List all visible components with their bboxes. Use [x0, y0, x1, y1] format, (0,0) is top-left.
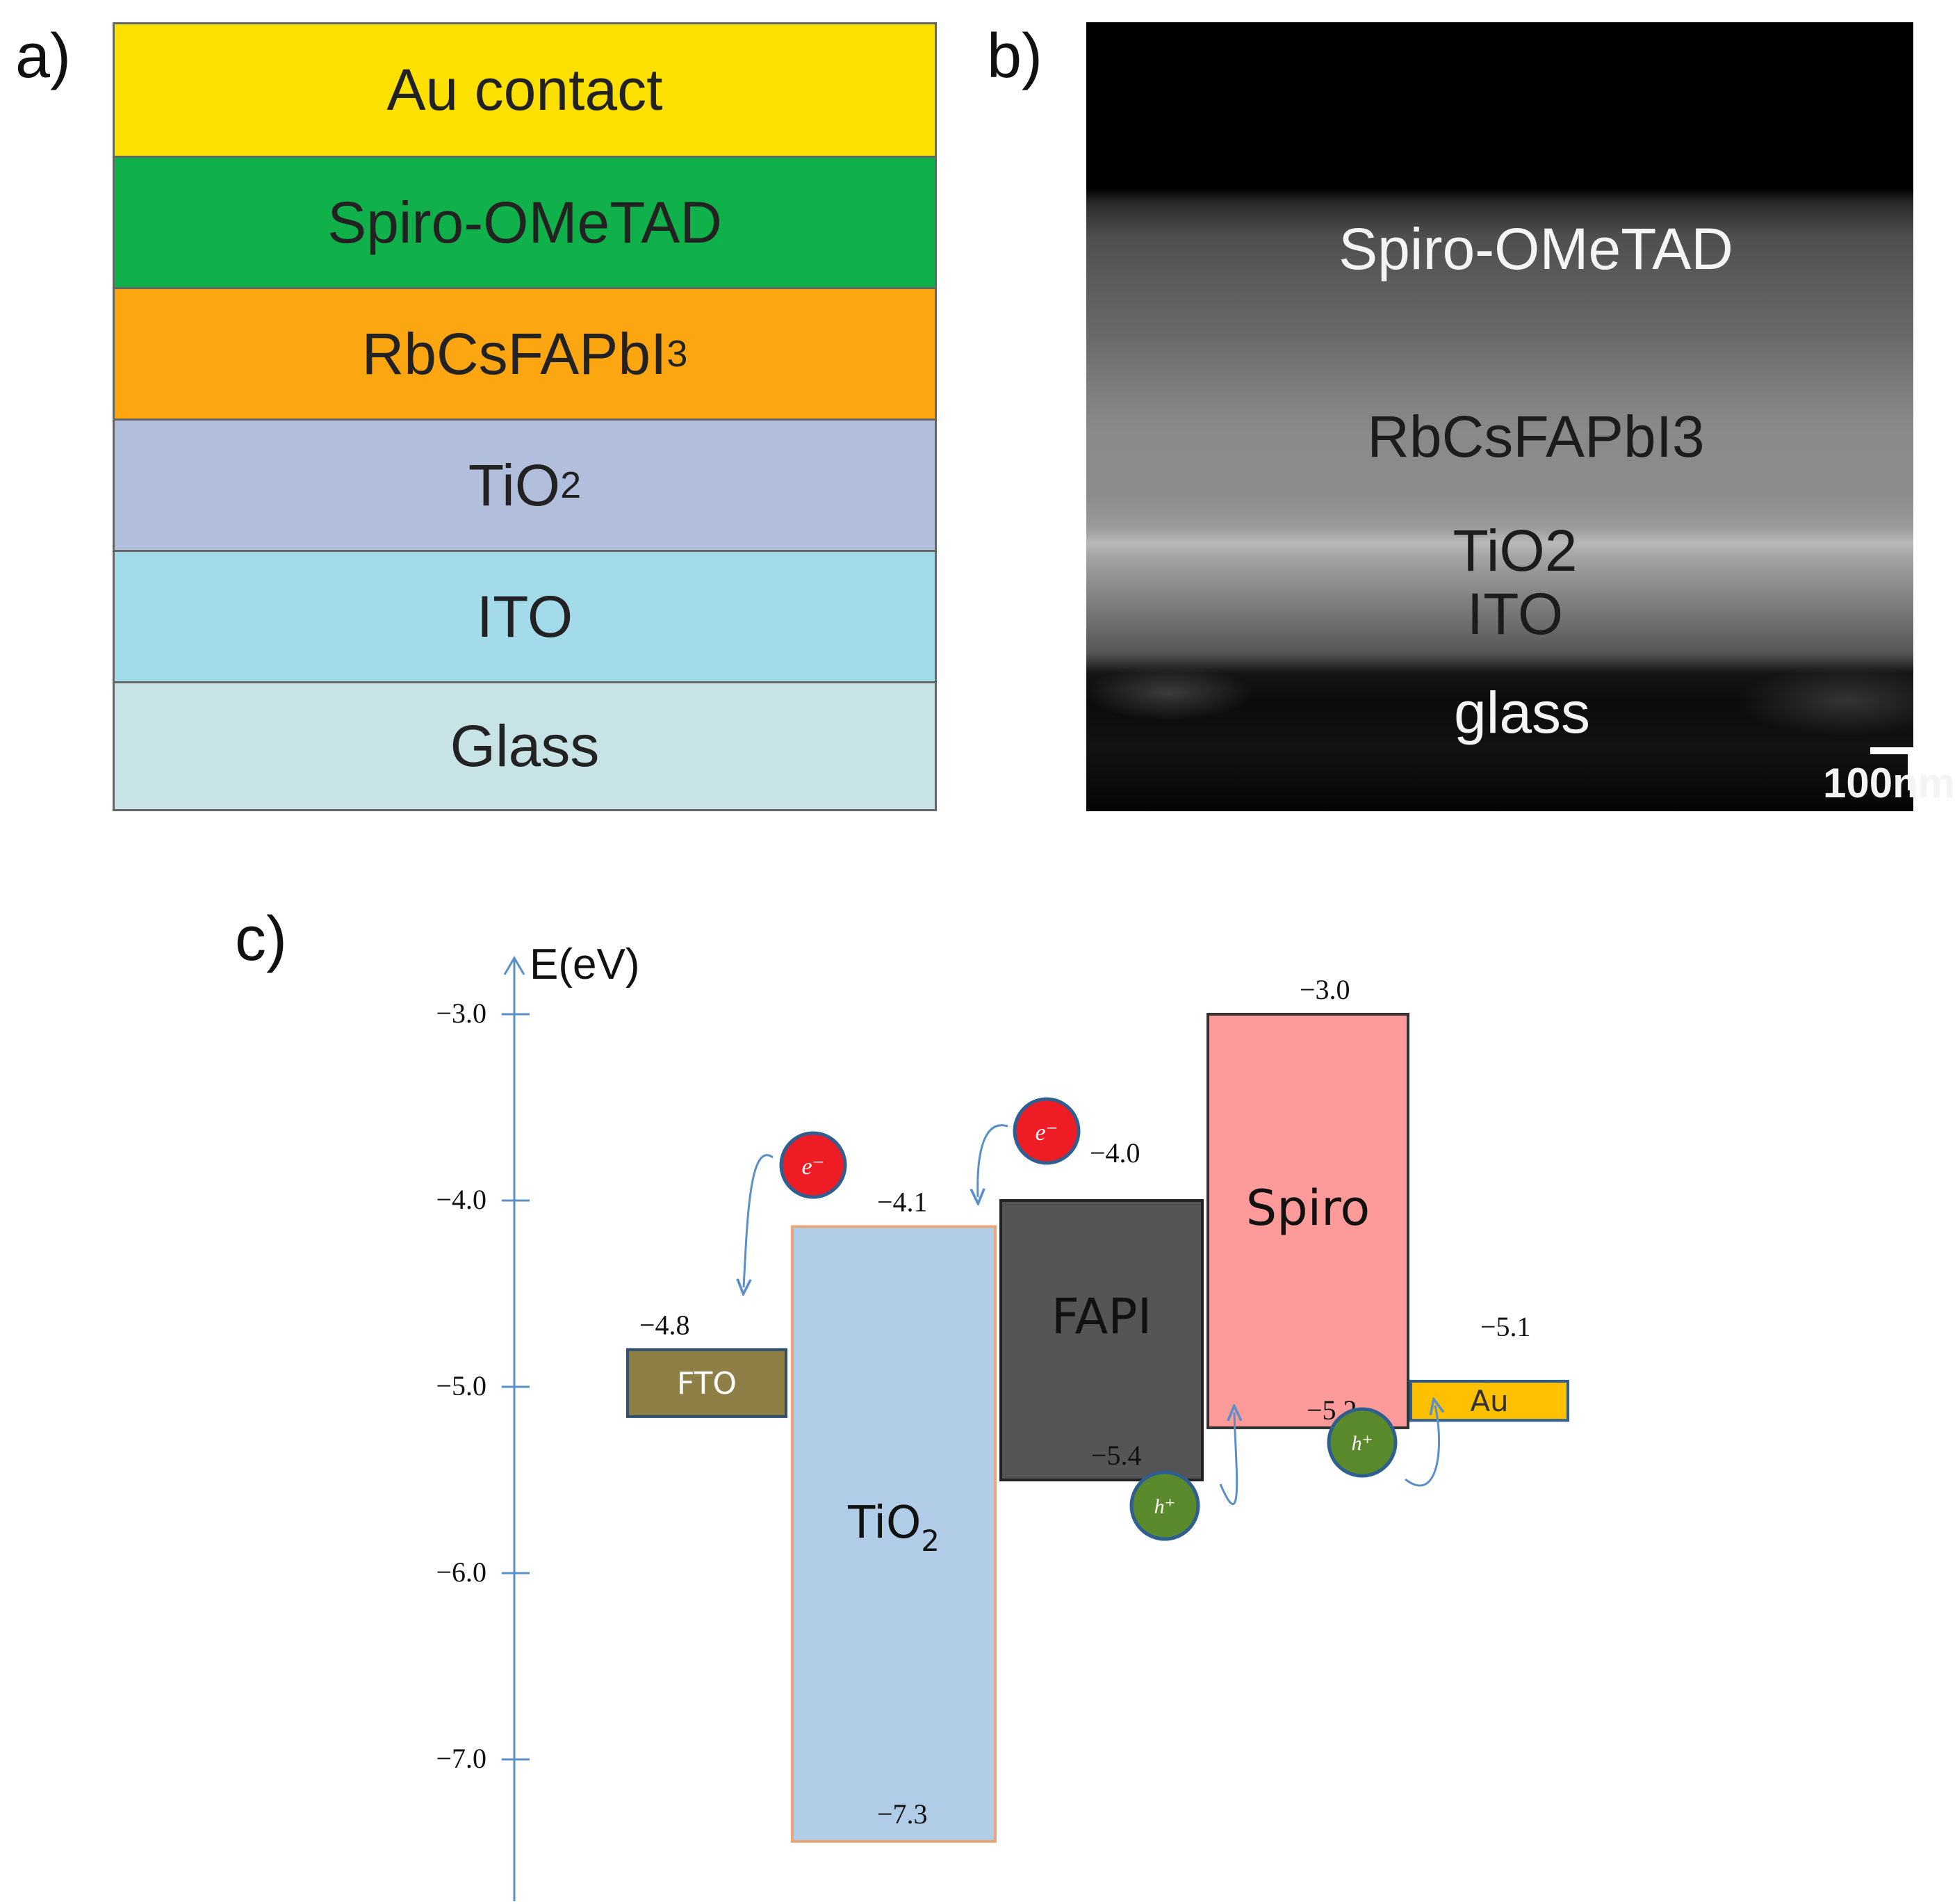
spiro-band — [1206, 1013, 1409, 1429]
tio2-band — [791, 1225, 997, 1843]
sem-label-ito: ITO — [1466, 581, 1564, 646]
layer-subscript: 2 — [560, 464, 582, 506]
spiro-top-level-label: −3.0 — [1300, 974, 1350, 1005]
fto-band — [626, 1348, 787, 1418]
hole-transfer-arrow-au — [1405, 1406, 1439, 1487]
scale-bar — [1870, 747, 1913, 754]
layer-label: ITO — [476, 583, 573, 649]
fapi-bottom-level-label: −5.4 — [1091, 1440, 1142, 1471]
sem-cross-section-image: Spiro-OMeTAD RbCsFAPbI3 TiO2 ITO glass 1… — [1086, 22, 1955, 811]
fto-top-level-label: −4.8 — [639, 1309, 690, 1340]
au-top-level-label: −5.1 — [1480, 1311, 1531, 1342]
sem-label-glass: glass — [1453, 680, 1591, 745]
layer-label: TiO — [468, 452, 561, 518]
carrier-electron: e⁻ — [779, 1131, 847, 1199]
layer-au-contact: Au contact — [115, 24, 935, 156]
spiro-label: Spiro — [1246, 1180, 1370, 1237]
axis-tick-label: −4.0 — [436, 1184, 486, 1215]
axis-tick-label: −3.0 — [436, 998, 486, 1029]
tio2-bottom-level-label: −7.3 — [877, 1798, 928, 1830]
layer-subscript: 3 — [666, 333, 688, 375]
electron-transfer-arrow-tio2 — [978, 1124, 1008, 1197]
hole-circle — [1129, 1470, 1200, 1541]
energy-axis-arrowhead — [503, 956, 525, 975]
electron-transfer-arrow-fto — [744, 1154, 774, 1287]
hole-circle — [1327, 1407, 1398, 1478]
sem-label-tio2: TiO2 — [1453, 518, 1578, 583]
tio2-label-subscript: 2 — [921, 1524, 939, 1558]
axis-tick-label: −5.0 — [436, 1370, 486, 1401]
layer-glass: Glass — [115, 681, 935, 809]
hole-symbol: h⁺ — [1154, 1495, 1176, 1518]
fto-label: FTO — [677, 1366, 737, 1401]
panel-a-label: a) — [15, 22, 72, 91]
fapi-label: FAPI — [1052, 1288, 1152, 1345]
sem-label-spiro: Spiro-OMeTAD — [1339, 216, 1733, 282]
layer-spiro-ometad: Spiro-OMeTAD — [115, 156, 935, 287]
fapi-top-level-label: −4.0 — [1090, 1137, 1140, 1169]
electron-circle — [1013, 1097, 1081, 1165]
tio2-top-level-label: −4.1 — [877, 1187, 928, 1218]
layer-label: RbCsFAPbI — [361, 320, 667, 387]
carrier-hole: h⁺ — [1129, 1470, 1200, 1541]
hole-transfer-arrow-spiro — [1219, 1413, 1237, 1506]
scale-bar-tick — [1908, 747, 1913, 790]
band-diagram: E(eV) −3.0−4.0−5.0−6.0−7.0 FTO−4.8TiO2−4… — [436, 941, 1569, 1901]
electron-symbol: e⁻ — [1035, 1120, 1058, 1146]
sem-label-perovskite: RbCsFAPbI3 — [1367, 404, 1705, 469]
axis-tick-label: −7.0 — [436, 1743, 486, 1774]
scale-bar-label: 100nm — [1823, 760, 1955, 806]
axis-tick-label: −6.0 — [436, 1556, 486, 1588]
layer-label: Spiro-OMeTAD — [327, 189, 722, 255]
carrier-electron: e⁻ — [1013, 1097, 1081, 1165]
electron-circle — [779, 1131, 847, 1199]
carrier-hole: h⁺ — [1327, 1407, 1398, 1478]
panel-b-label: b) — [987, 22, 1043, 91]
layer-ito: ITO — [115, 550, 935, 681]
electron-symbol: e⁻ — [801, 1154, 824, 1180]
panel-c-label: c) — [235, 904, 287, 974]
au-label: Au — [1470, 1384, 1508, 1418]
layer-label: Glass — [450, 713, 600, 779]
hole-symbol: h⁺ — [1352, 1432, 1373, 1455]
fapi-band — [999, 1199, 1204, 1481]
energy-axis-label: E(eV) — [530, 941, 639, 988]
layer-label: Au contact — [386, 57, 663, 122]
